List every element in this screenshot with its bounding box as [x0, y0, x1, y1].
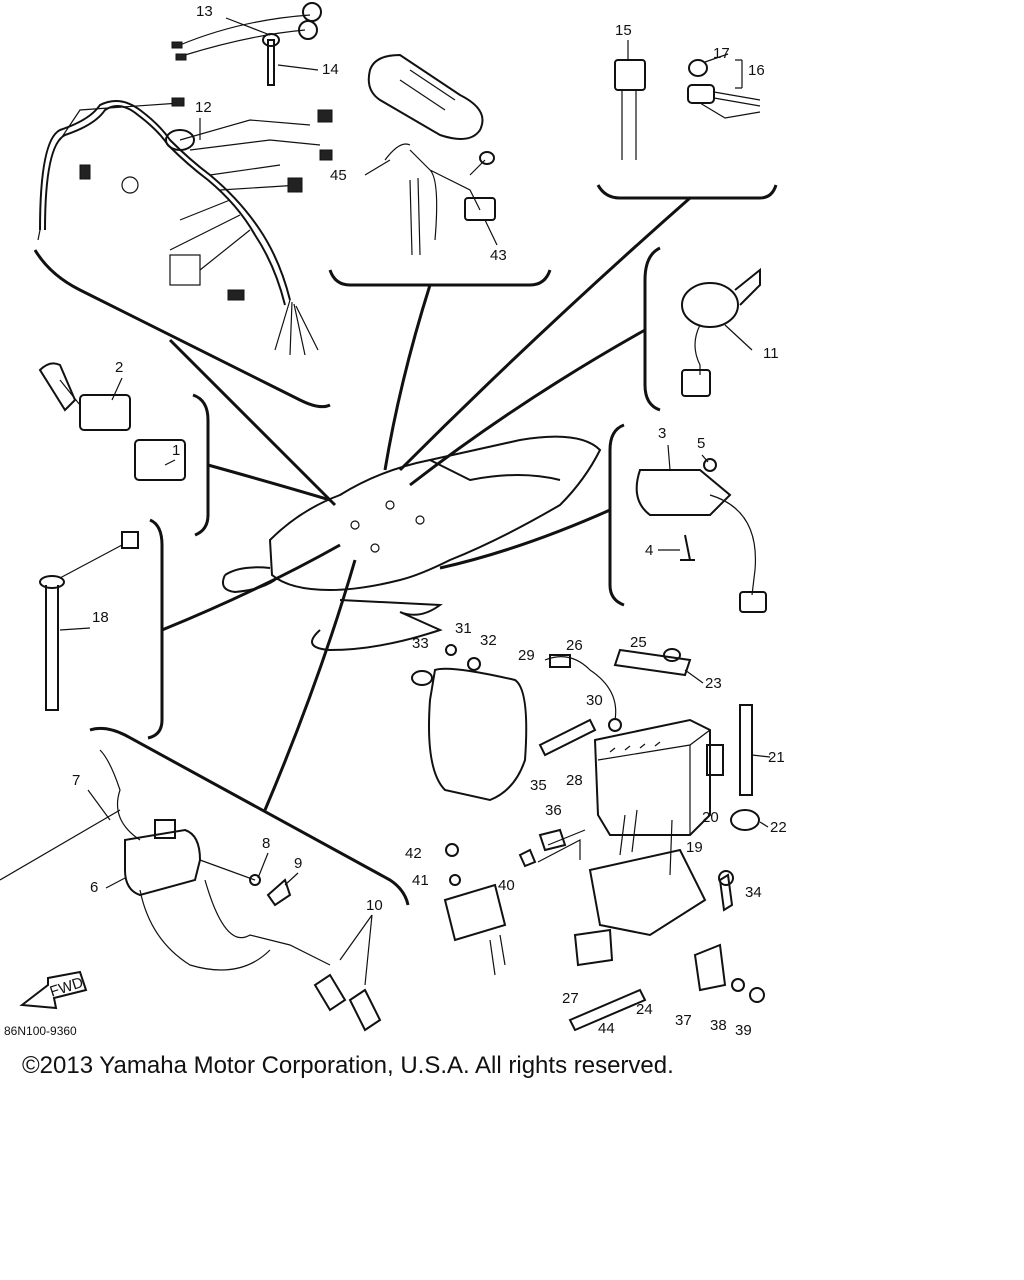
callout-13: 13 — [196, 3, 213, 20]
callout-42: 42 — [405, 845, 422, 862]
callout-38: 38 — [710, 1017, 727, 1034]
callout-4: 4 — [645, 542, 653, 559]
callout-leaders — [59, 17, 771, 986]
main-switch — [681, 267, 761, 397]
fwd-arrow-icon: FWD — [19, 970, 88, 1010]
parts-diagram: FWD 86N100-9360 1 2 3 4 5 6 7 8 9 10 11 … — [0, 2, 787, 1039]
callout-18: 18 — [92, 609, 109, 626]
callout-11: 11 — [763, 345, 779, 362]
callout-45: 45 — [330, 167, 347, 184]
callout-43: 43 — [490, 247, 507, 264]
callout-25: 25 — [630, 634, 647, 651]
callout-9: 9 — [294, 855, 302, 872]
callout-10: 10 — [366, 897, 383, 914]
battery-area — [411, 644, 765, 1032]
callout-3: 3 — [658, 425, 666, 442]
callout-5: 5 — [697, 435, 705, 452]
rectifier — [635, 458, 767, 613]
relay-and-socket — [614, 59, 761, 160]
callout-32: 32 — [480, 632, 497, 649]
callout-12: 12 — [195, 99, 212, 116]
callout-22: 22 — [770, 819, 787, 836]
leader-lines — [161, 196, 691, 811]
sub-harness — [171, 2, 322, 86]
lead-18 — [39, 531, 139, 711]
callout-39: 39 — [735, 1022, 752, 1039]
callout-35: 35 — [530, 777, 547, 794]
callout-labels: 1 2 3 4 5 6 7 8 9 10 11 12 13 14 15 16 1… — [72, 3, 787, 1039]
callout-29: 29 — [518, 647, 535, 664]
callout-23: 23 — [705, 675, 722, 692]
callout-33: 33 — [412, 635, 429, 652]
callout-40: 40 — [498, 877, 515, 894]
copyright-notice: ©2013 Yamaha Motor Corporation, U.S.A. A… — [22, 1052, 674, 1079]
callout-20: 20 — [702, 809, 719, 826]
callout-7: 7 — [72, 772, 80, 789]
callout-2: 2 — [115, 359, 123, 376]
callout-14: 14 — [322, 61, 339, 78]
callout-15: 15 — [615, 22, 632, 39]
callout-26: 26 — [566, 637, 583, 654]
callout-16: 16 — [748, 62, 765, 79]
flasher-relay — [38, 362, 186, 481]
callout-6: 6 — [90, 879, 98, 896]
callout-19: 19 — [686, 839, 703, 856]
drawing-code: 86N100-9360 — [4, 1024, 77, 1038]
callout-30: 30 — [586, 692, 603, 709]
callout-17: 17 — [713, 45, 730, 62]
wire-harness — [37, 97, 333, 356]
group-brackets — [33, 184, 778, 906]
callout-28: 28 — [566, 772, 583, 789]
callout-8: 8 — [262, 835, 270, 852]
callout-27: 27 — [562, 990, 579, 1007]
callout-36: 36 — [545, 802, 562, 819]
callout-21: 21 — [768, 749, 785, 766]
callout-1: 1 — [172, 442, 180, 459]
callout-24: 24 — [636, 1001, 653, 1018]
callout-34: 34 — [745, 884, 762, 901]
callout-41: 41 — [412, 872, 429, 889]
callout-44: 44 — [598, 1020, 615, 1037]
seat-assembly — [222, 435, 602, 652]
callout-31: 31 — [455, 620, 472, 637]
callout-37: 37 — [675, 1012, 692, 1029]
ignition-coil-group — [0, 749, 382, 1032]
grip-and-switch — [367, 53, 496, 256]
